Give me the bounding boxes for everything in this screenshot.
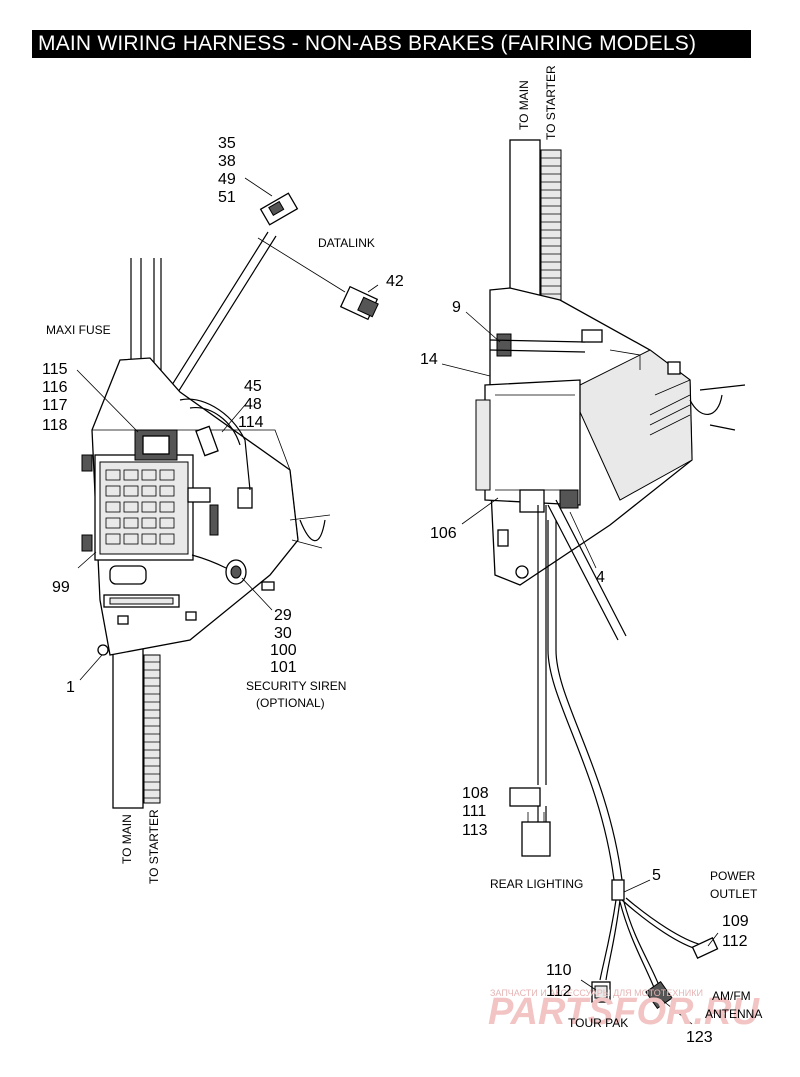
- callout-109: 109: [722, 913, 749, 930]
- diagram-title: MAIN WIRING HARNESS - NON-ABS BRAKES (FA…: [32, 30, 751, 58]
- label-power: POWER: [710, 869, 756, 883]
- outward-wire: [547, 499, 627, 641]
- mount-hole: [97, 644, 109, 656]
- callout-117: 117: [42, 397, 68, 414]
- antenna-connector: [645, 980, 673, 1010]
- callout-123: 123: [686, 1029, 713, 1046]
- callout-4: 4: [596, 569, 605, 586]
- datalink-lead: [257, 237, 346, 293]
- label-maxi-fuse: MAXI FUSE: [46, 323, 111, 337]
- label-am-fm: AM/FM: [712, 989, 751, 1003]
- callout-112-tourpak: 112: [546, 983, 572, 1000]
- label-security-siren-optional: (OPTIONAL): [256, 696, 325, 710]
- callout-45: 45: [244, 378, 262, 395]
- to-main-conduit-bottom: [112, 639, 144, 809]
- to-starter-conduit-bottom: [143, 654, 161, 804]
- callout-110: 110: [546, 962, 572, 979]
- harness-upper-wires: [130, 258, 162, 395]
- callout-38: 38: [218, 153, 236, 170]
- callout-101: 101: [270, 659, 297, 676]
- relay-connector: [187, 487, 211, 503]
- callout-100: 100: [270, 642, 297, 659]
- right-plate-hook: [689, 384, 746, 431]
- label-rear-lighting: REAR LIGHTING: [490, 877, 583, 891]
- label-security-siren: SECURITY SIREN: [246, 679, 346, 693]
- callout-35: 35: [218, 135, 236, 152]
- callout-114: 114: [238, 414, 264, 431]
- connector-4: [559, 489, 579, 509]
- callout-106: 106: [430, 525, 457, 542]
- watermark-tagline: ЗАПЧАСТИ И АКСЕССУАРЫ ДЛЯ МОТОТЕХНИКИ: [490, 988, 703, 998]
- right-harness-assembly: [475, 139, 746, 1010]
- connector-45: [195, 425, 219, 457]
- label-antenna: ANTENNA: [705, 1007, 762, 1021]
- callout-5: 5: [652, 867, 661, 884]
- callout-116: 116: [42, 379, 68, 396]
- callout-99: 99: [52, 579, 70, 596]
- callout-118: 118: [42, 417, 68, 434]
- splice-5: [611, 879, 625, 901]
- label-to-main-bottom: TO MAIN: [120, 814, 134, 864]
- relay-strip: [209, 504, 219, 536]
- rear-lighting-boot: [509, 787, 541, 807]
- callout-51: 51: [218, 189, 236, 206]
- datalink-connector-35: [259, 192, 299, 226]
- callout-42: 42: [386, 273, 404, 290]
- datalink-connector-42: [339, 285, 379, 321]
- label-to-main-top: TO MAIN: [517, 80, 531, 130]
- callout-30: 30: [274, 625, 292, 642]
- callout-49: 49: [218, 171, 236, 188]
- clamp-9: [496, 333, 512, 357]
- label-tour-pak: TOUR PAK: [568, 1016, 628, 1030]
- callout-111: 111: [462, 803, 486, 820]
- antenna-branch: [619, 901, 661, 991]
- plate-hook: [299, 519, 326, 542]
- watermark-logo: PARTSFOR.RU: [488, 991, 760, 1033]
- harness-funnel: [484, 379, 581, 506]
- label-outlet: OUTLET: [710, 887, 758, 901]
- funnel-flange: [475, 399, 491, 491]
- label-to-starter-bottom: TO STARTER: [147, 809, 161, 884]
- rear-lighting-wire: [537, 505, 547, 785]
- callout-115: 115: [42, 361, 68, 378]
- callout-113: 113: [462, 822, 488, 839]
- left-leader-lines: [76, 177, 379, 681]
- fuse-grid: [105, 469, 175, 545]
- label-datalink: DATALINK: [318, 236, 375, 250]
- label-to-starter-top: TO STARTER: [544, 65, 558, 140]
- side-connector-lower: [81, 534, 93, 552]
- callout-14: 14: [420, 351, 438, 368]
- callout-29: 29: [274, 607, 292, 624]
- power-outlet-connector: [691, 937, 719, 959]
- tour-pak-branch: [599, 899, 621, 981]
- rear-lighting-connector: [521, 821, 551, 857]
- right-leader-lines: [441, 311, 719, 1025]
- callout-108: 108: [462, 785, 489, 802]
- left-harness-assembly: [81, 192, 379, 809]
- accessory-harness-wire: [547, 520, 623, 881]
- callout-1: 1: [66, 679, 75, 696]
- callout-48: 48: [244, 396, 262, 413]
- callout-112-power: 112: [722, 933, 748, 950]
- side-connector-upper: [81, 454, 93, 472]
- callout-9: 9: [452, 299, 461, 316]
- connector-harness-45: [179, 398, 251, 491]
